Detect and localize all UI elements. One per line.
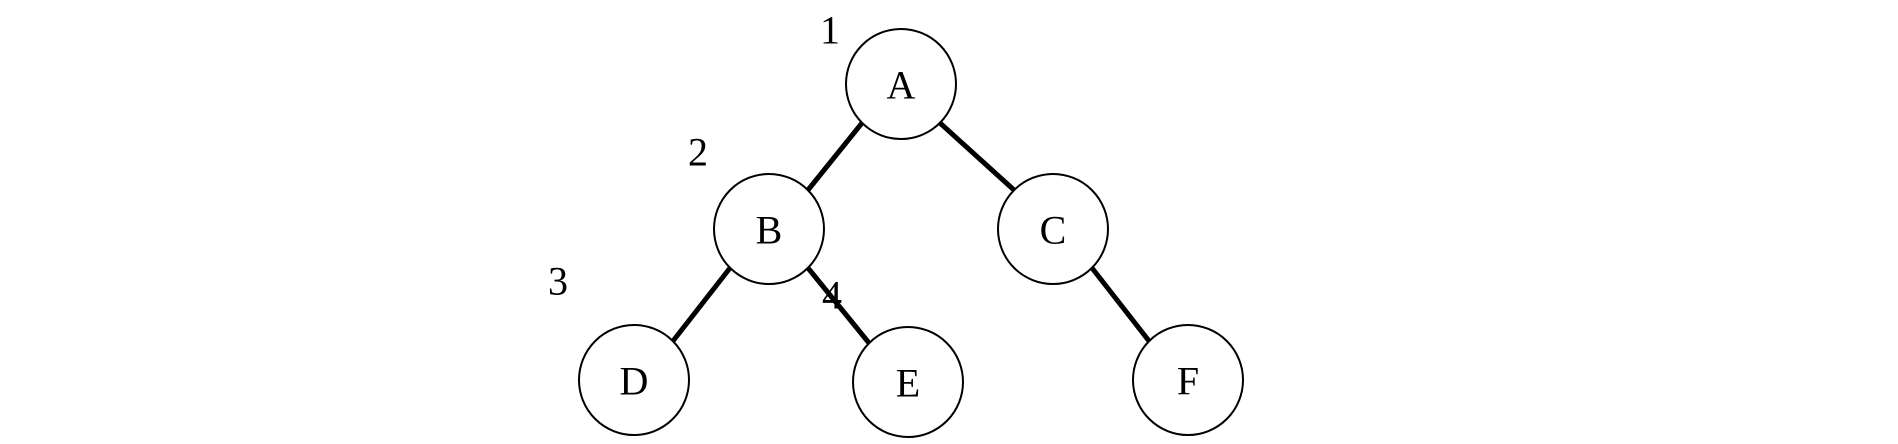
tree-edge-b-d bbox=[671, 266, 732, 343]
tree-node-a[interactable]: A bbox=[845, 28, 957, 140]
tree-node-c[interactable]: C bbox=[997, 173, 1109, 285]
order-labels-group: 1 2 3 4 bbox=[548, 8, 842, 318]
node-label-a: A bbox=[887, 63, 916, 108]
node-label-e: E bbox=[896, 361, 920, 406]
node-circle-e[interactable] bbox=[852, 326, 964, 438]
traversal-order-label-b: 2 bbox=[688, 130, 708, 175]
node-circle-c[interactable] bbox=[997, 173, 1109, 285]
node-circle-f[interactable] bbox=[1132, 324, 1244, 436]
tree-edge-a-b bbox=[806, 121, 864, 192]
node-label-d: D bbox=[620, 359, 649, 404]
traversal-order-label-a: 1 bbox=[820, 8, 840, 53]
nodes-group: A B C D E F bbox=[578, 28, 1244, 438]
tree-edge-c-f bbox=[1090, 266, 1151, 343]
traversal-order-label-e: 4 bbox=[822, 273, 842, 318]
node-circle-a[interactable] bbox=[845, 28, 957, 140]
node-circle-b[interactable] bbox=[713, 173, 825, 285]
tree-edge-b-e bbox=[806, 266, 871, 345]
tree-node-f[interactable]: F bbox=[1132, 324, 1244, 436]
edges-group bbox=[671, 121, 1151, 345]
node-label-b: B bbox=[756, 208, 783, 253]
traversal-order-label-d: 3 bbox=[548, 259, 568, 304]
node-label-f: F bbox=[1177, 359, 1199, 404]
tree-edge-a-c bbox=[938, 121, 1016, 192]
tree-node-d[interactable]: D bbox=[578, 324, 690, 436]
node-label-c: C bbox=[1040, 208, 1067, 253]
tree-node-e[interactable]: E bbox=[852, 326, 964, 438]
tree-node-b[interactable]: B bbox=[713, 173, 825, 285]
node-circle-d[interactable] bbox=[578, 324, 690, 436]
